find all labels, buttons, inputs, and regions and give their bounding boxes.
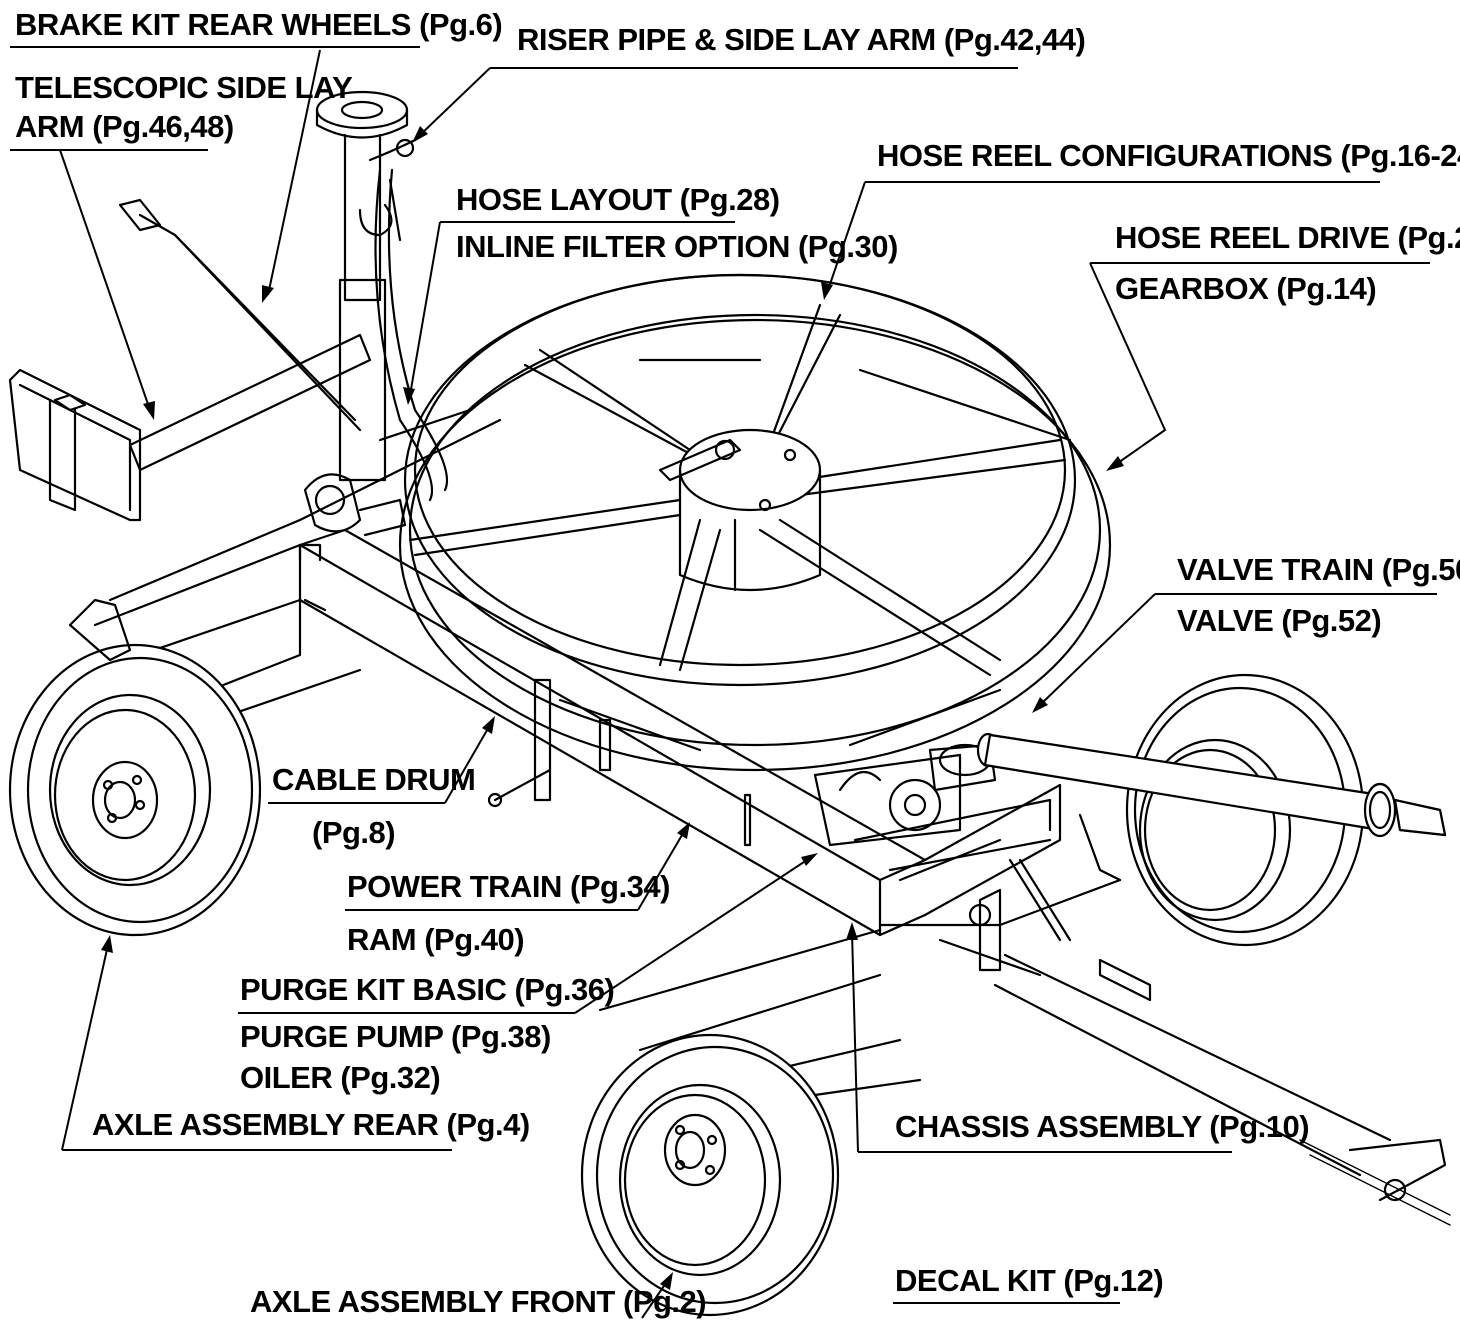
- label-gearbox: GEARBOX (Pg.14): [1115, 271, 1376, 306]
- label-purge-pump: PURGE PUMP (Pg.38): [240, 1019, 551, 1054]
- label-cable-drum: CABLE DRUM: [272, 762, 475, 797]
- label-riser-pipe: RISER PIPE & SIDE LAY ARM (Pg.42,44): [517, 22, 1085, 57]
- front-wheel-left: [580, 1033, 840, 1317]
- label-cable-drum-page: (Pg.8): [312, 815, 395, 850]
- label-hose-reel-drive: HOSE REEL DRIVE (Pg.26): [1115, 220, 1460, 255]
- front-wheel-right: [983, 673, 1447, 947]
- callouts: BRAKE KIT REAR WHEELS (Pg.6) RISER PIPE …: [10, 7, 1460, 1319]
- telescopic-arm: [8, 198, 372, 522]
- label-hose-layout: HOSE LAYOUT (Pg.28): [456, 182, 780, 217]
- label-ram: RAM (Pg.40): [347, 922, 524, 957]
- label-axle-rear: AXLE ASSEMBLY REAR (Pg.4): [92, 1107, 530, 1142]
- cable-drum: [487, 678, 752, 847]
- label-hose-reel-config: HOSE REEL CONFIGURATIONS (Pg.16-24): [877, 138, 1460, 173]
- steering-linkage: [878, 858, 1122, 977]
- label-telescopic-1: TELESCOPIC SIDE LAY: [15, 70, 353, 105]
- label-valve-train: VALVE TRAIN (Pg.50): [1177, 552, 1460, 587]
- rear-hub: [298, 473, 407, 612]
- drawbar: [993, 953, 1451, 1226]
- label-purge-kit: PURGE KIT BASIC (Pg.36): [240, 972, 614, 1007]
- hose-reel: [398, 273, 1112, 772]
- label-brake-kit: BRAKE KIT REAR WHEELS (Pg.6): [15, 7, 502, 42]
- rear-wheel: [8, 598, 262, 937]
- label-power-train: POWER TRAIN (Pg.34): [347, 869, 670, 904]
- label-oiler: OILER (Pg.32): [240, 1060, 440, 1095]
- label-inline-filter: INLINE FILTER OPTION (Pg.30): [456, 229, 898, 264]
- label-chassis: CHASSIS ASSEMBLY (Pg.10): [895, 1109, 1309, 1144]
- label-telescopic-2: ARM (Pg.46,48): [15, 109, 234, 144]
- riser-pipe: [315, 90, 449, 502]
- power-train: [813, 743, 1052, 882]
- machine-drawing: [8, 90, 1451, 1317]
- label-valve: VALVE (Pg.52): [1177, 603, 1381, 638]
- label-axle-front: AXLE ASSEMBLY FRONT (Pg.2): [250, 1284, 706, 1319]
- label-decal-kit: DECAL KIT (Pg.12): [895, 1263, 1163, 1298]
